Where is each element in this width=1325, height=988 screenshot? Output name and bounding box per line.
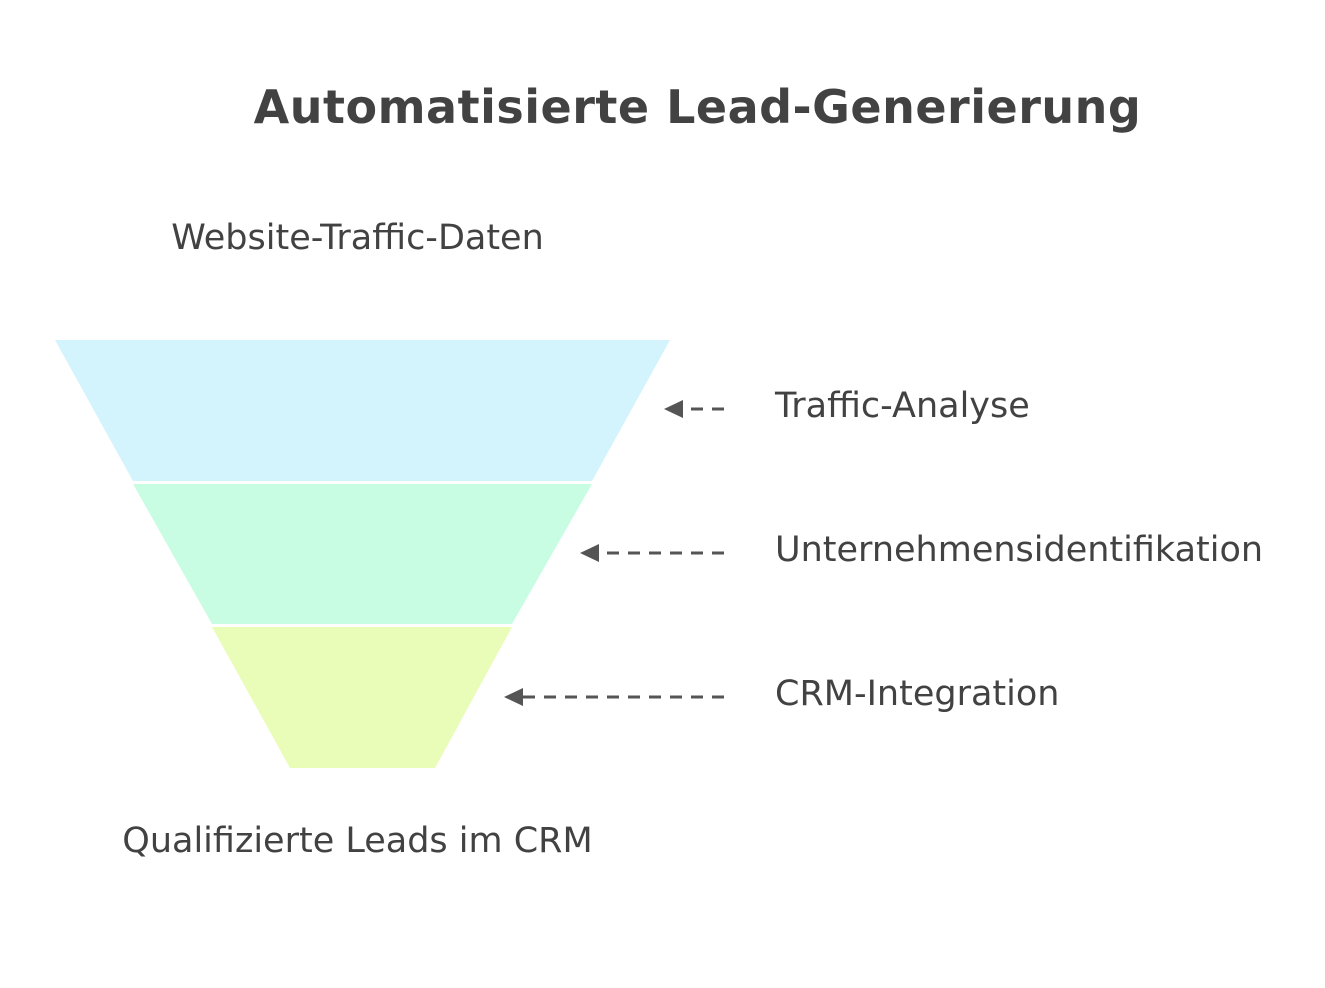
funnel-layer-unternehmensidentifikation [133,484,592,624]
arrow-crm-integration [504,688,724,706]
funnel-layer-crm-integration [212,627,512,768]
stage-label-traffic-analyse: Traffic-Analyse [775,386,1030,426]
funnel-layer-traffic-analyse [55,340,670,481]
stage-label-unternehmensidentifikation: Unternehmensidentifikation [775,530,1264,570]
funnel-input-label: Website-Traffic-Daten [171,218,544,258]
arrow-traffic-analyse [664,400,724,418]
funnel-output-label: Qualifizierte Leads im CRM [122,821,593,861]
diagram-title: Automatisierte Lead-Generierung [253,80,1142,134]
arrow-unternehmensidentifikation [580,544,724,562]
stage-label-crm-integration: CRM-Integration [775,674,1060,714]
